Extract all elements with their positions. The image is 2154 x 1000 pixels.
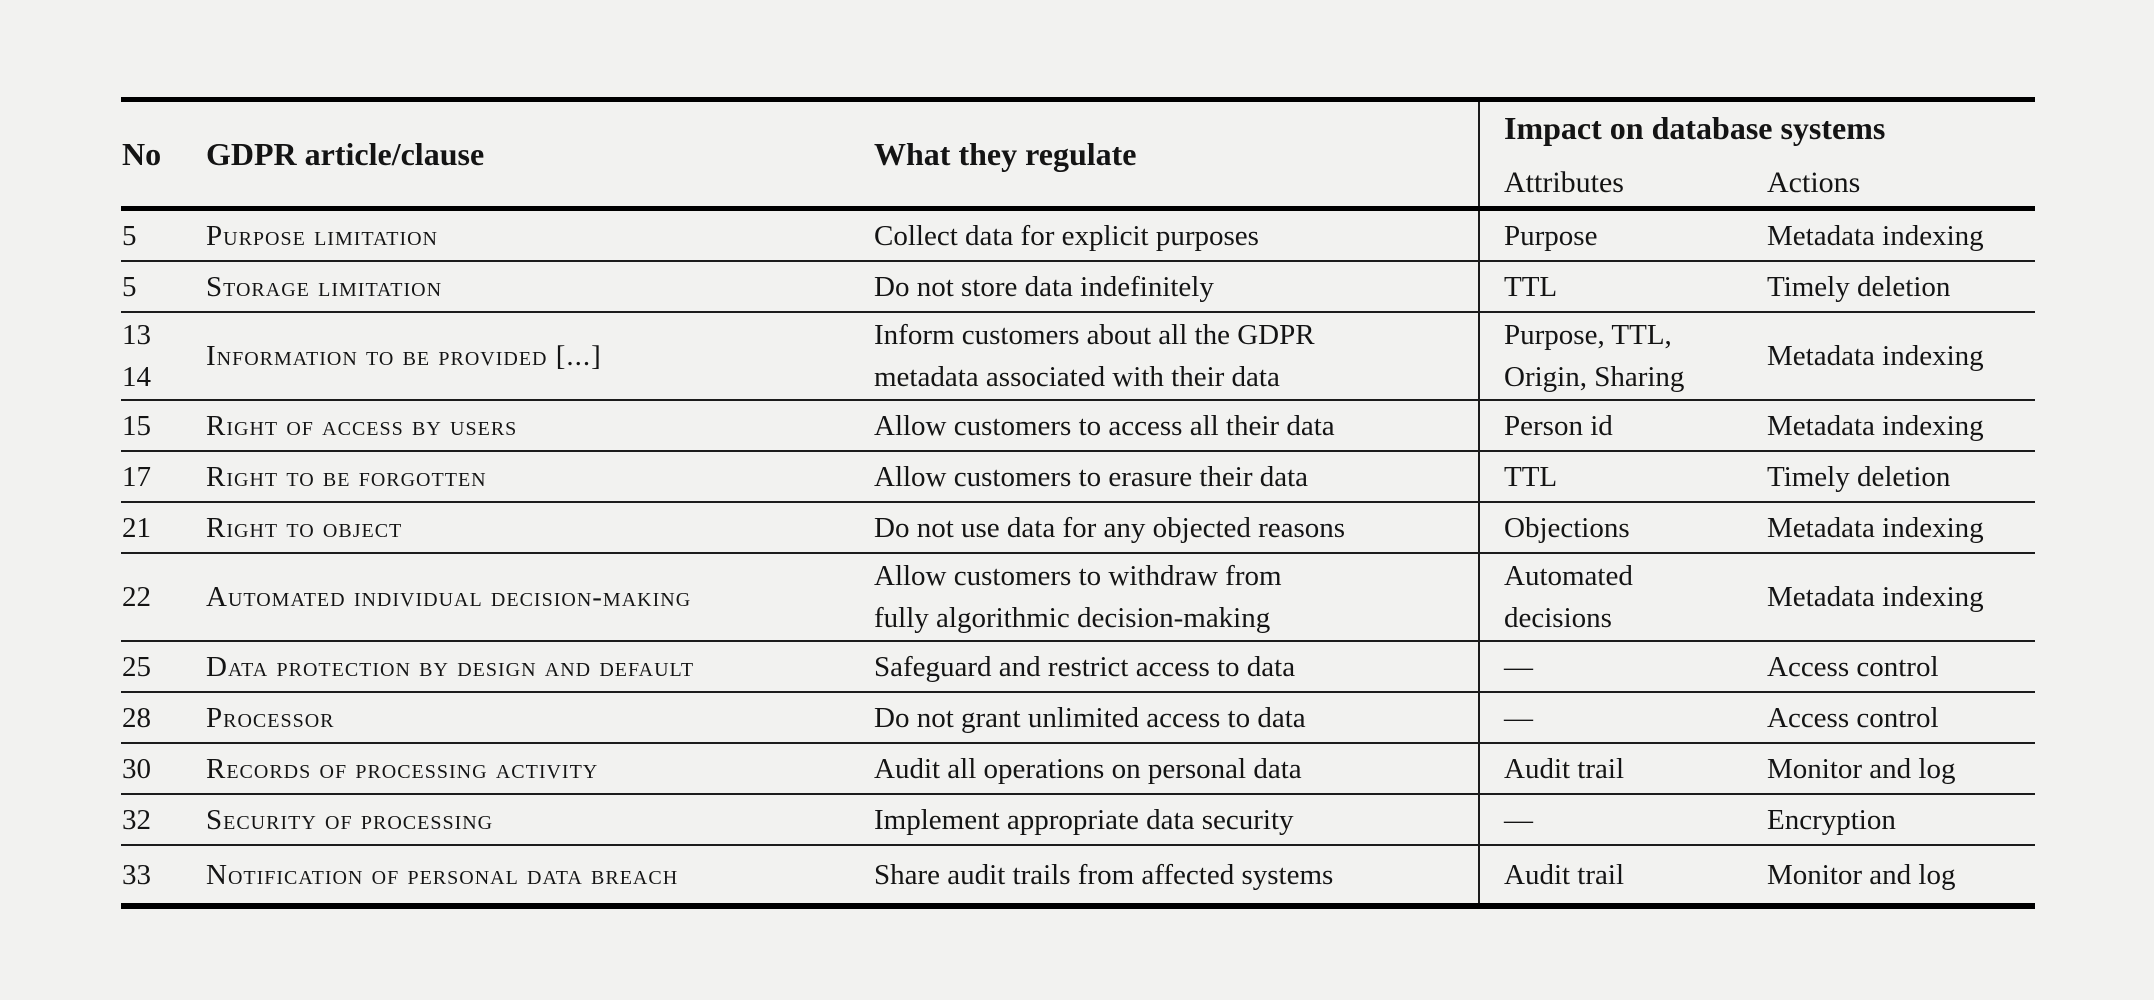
cell-attributes: — xyxy=(1478,642,1761,691)
cell-attributes: TTL xyxy=(1478,452,1761,501)
column-header-attributes: Attributes xyxy=(1504,166,1624,199)
cell-actions: Metadata indexing xyxy=(1767,219,1984,252)
cell-article: Right to object xyxy=(206,511,403,544)
cell-regulate: Collect data for explicit purposes xyxy=(874,219,1259,252)
cell-article: Right of access by users xyxy=(206,409,518,442)
table-header-row: No GDPR article/clause What they regulat… xyxy=(121,102,2035,211)
cell-attributes: — xyxy=(1478,693,1761,742)
gdpr-impact-table: No GDPR article/clause What they regulat… xyxy=(121,97,2035,909)
column-header-actions: Actions xyxy=(1767,166,1861,199)
cell-article: Purpose limitation xyxy=(206,219,438,252)
cell-no: 28 xyxy=(122,701,151,734)
cell-regulate: Allow customers to withdraw from fully a… xyxy=(874,560,1282,634)
cell-regulate: Allow customers to access all their data xyxy=(874,409,1335,442)
cell-actions: Monitor and log xyxy=(1767,752,1956,785)
cell-regulate: Audit all operations on personal data xyxy=(874,752,1302,785)
cell-attributes: — xyxy=(1478,795,1761,844)
cell-article: Data protection by design and default xyxy=(206,650,695,683)
cell-article: Processor xyxy=(206,701,335,734)
cell-article: Information to be provided [...] xyxy=(206,340,602,372)
cell-regulate: Do not store data indefinitely xyxy=(874,270,1214,303)
cell-attributes: Audit trail xyxy=(1478,846,1761,903)
cell-no: 17 xyxy=(122,460,151,493)
cell-actions: Encryption xyxy=(1767,803,1896,836)
cell-no: 5 xyxy=(122,270,137,303)
cell-actions: Timely deletion xyxy=(1767,270,1951,303)
cell-actions: Metadata indexing xyxy=(1767,409,1984,442)
cell-regulate: Share audit trails from affected systems xyxy=(874,858,1334,891)
cell-attributes: Purpose, TTL, Origin, Sharing xyxy=(1478,313,1761,399)
cell-actions: Metadata indexing xyxy=(1767,581,1984,613)
cell-no: 5 xyxy=(122,219,137,252)
table-row: 28 Processor Do not grant unlimited acce… xyxy=(121,693,2035,744)
table-row: 30 Records of processing activity Audit … xyxy=(121,744,2035,795)
cell-attributes: Person id xyxy=(1478,401,1761,450)
cell-no: 32 xyxy=(122,803,151,836)
cell-regulate: Inform customers about all the GDPR meta… xyxy=(874,319,1315,393)
cell-actions: Access control xyxy=(1767,650,1939,683)
cell-no: 33 xyxy=(122,858,151,891)
cell-article: Storage limitation xyxy=(206,270,443,303)
cell-no: 22 xyxy=(122,581,151,613)
column-header-impact-group: Impact on database systems Attributes Ac… xyxy=(1478,102,2035,206)
cell-attributes: TTL xyxy=(1478,262,1761,311)
cell-attributes: Automated decisions xyxy=(1478,554,1761,640)
cell-actions: Metadata indexing xyxy=(1767,340,1984,372)
cell-article: Right to be forgotten xyxy=(206,460,487,493)
cell-attributes: Purpose xyxy=(1478,211,1761,260)
cell-no: 13 14 xyxy=(122,319,151,393)
cell-article: Notification of personal data breach xyxy=(206,858,679,891)
cell-actions: Timely deletion xyxy=(1767,460,1951,493)
cell-actions: Metadata indexing xyxy=(1767,511,1984,544)
cell-actions: Monitor and log xyxy=(1767,858,1956,891)
cell-article: Security of processing xyxy=(206,803,494,836)
cell-regulate: Safeguard and restrict access to data xyxy=(874,650,1296,683)
table-row: 32 Security of processing Implement appr… xyxy=(121,795,2035,846)
table-row: 5 Storage limitation Do not store data i… xyxy=(121,262,2035,313)
column-header-regulate: What they regulate xyxy=(874,135,1137,172)
table-row: 33 Notification of personal data breach … xyxy=(121,846,2035,903)
table-row: 5 Purpose limitation Collect data for ex… xyxy=(121,211,2035,262)
impact-group-title: Impact on database systems xyxy=(1504,110,1886,146)
cell-regulate: Do not grant unlimited access to data xyxy=(874,701,1306,734)
column-header-article: GDPR article/clause xyxy=(206,135,485,172)
cell-attributes: Objections xyxy=(1478,503,1761,552)
column-header-no: No xyxy=(122,135,162,172)
cell-no: 30 xyxy=(122,752,151,785)
table-row: 21 Right to object Do not use data for a… xyxy=(121,503,2035,554)
cell-no: 21 xyxy=(122,511,151,544)
cell-attributes: Audit trail xyxy=(1478,744,1761,793)
cell-article: Automated individual decision-making xyxy=(206,581,692,613)
table-row: 17 Right to be forgotten Allow customers… xyxy=(121,452,2035,503)
cell-no: 15 xyxy=(122,409,151,442)
cell-regulate: Allow customers to erasure their data xyxy=(874,460,1309,493)
table-row: 22 Automated individual decision-making … xyxy=(121,554,2035,642)
cell-regulate: Do not use data for any objected reasons xyxy=(874,511,1346,544)
cell-regulate: Implement appropriate data security xyxy=(874,803,1294,836)
impact-subheaders: Attributes Actions xyxy=(1480,166,2035,200)
cell-article: Records of processing activity xyxy=(206,752,599,785)
table-row: 15 Right of access by users Allow custom… xyxy=(121,401,2035,452)
cell-no: 25 xyxy=(122,650,151,683)
table-row: 25 Data protection by design and default… xyxy=(121,642,2035,693)
table-row: 13 14 Information to be provided [...] I… xyxy=(121,313,2035,401)
cell-actions: Access control xyxy=(1767,701,1939,734)
